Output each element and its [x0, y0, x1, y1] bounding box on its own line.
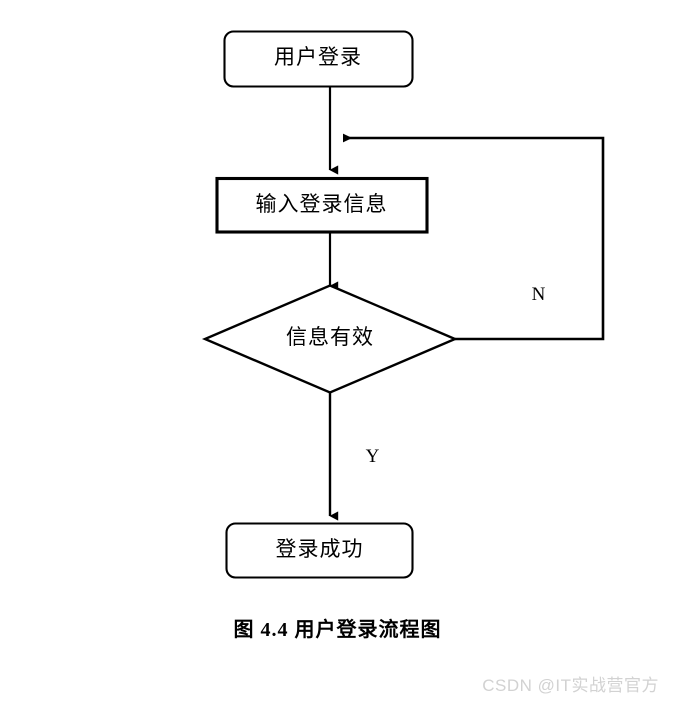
node-input-label: 输入登录信息 — [255, 192, 388, 216]
figure-caption: 图 4.4 用户登录流程图 — [233, 619, 442, 641]
edge-label-no: N — [531, 284, 547, 305]
node-start-shape — [223, 30, 414, 88]
edge-label-yes: Y — [365, 446, 381, 467]
watermark-text: CSDN @IT实战营官方 — [482, 676, 659, 695]
node-input-shape — [215, 176, 429, 234]
node-end-shape — [225, 522, 414, 579]
node-decision-label: 信息有效 — [286, 325, 374, 349]
edge-decision-no-loopback — [343, 133, 605, 341]
node-end-label: 登录成功 — [275, 537, 364, 561]
node-start-label: 用户登录 — [274, 45, 362, 69]
